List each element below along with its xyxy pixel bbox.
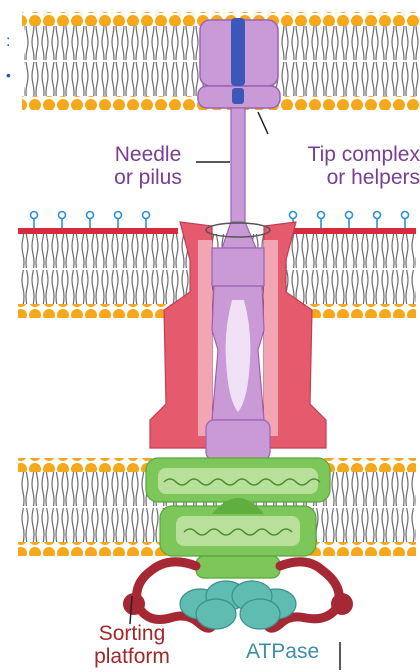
tip-complex-label: Tip complex or helpers xyxy=(254,143,420,189)
needle-label-line2: or pilus xyxy=(92,166,204,189)
edge-glyph: • xyxy=(6,67,11,83)
inner-rod-upper xyxy=(212,248,264,286)
needle-label-line1: Needle xyxy=(92,143,204,166)
inner-rod-channel-lower xyxy=(232,88,244,104)
atpase-subunit xyxy=(196,599,236,629)
atpase-subunit xyxy=(240,599,280,629)
secretin-inner-right xyxy=(264,240,278,436)
export-apparatus xyxy=(206,420,270,460)
needle-label: Needle or pilus xyxy=(92,143,204,189)
tip-complex xyxy=(198,18,280,108)
sorting-label-line2: platform xyxy=(72,645,192,668)
lps-sugars xyxy=(31,212,409,229)
needle-base-flare xyxy=(222,222,256,248)
tip-label-line1: Tip complex xyxy=(254,143,420,166)
needle-shaft xyxy=(231,108,245,228)
ring-base xyxy=(196,556,280,578)
inner-rod-channel xyxy=(231,18,245,86)
secretin-inner-left xyxy=(198,240,212,436)
atpase-label: ATPase xyxy=(246,640,346,663)
inner-rod xyxy=(206,248,270,460)
sorting-platform-label: Sorting platform xyxy=(72,622,192,668)
sorting-pod-left xyxy=(123,593,145,615)
tip-label-line2: or helpers xyxy=(254,166,420,189)
needle xyxy=(222,108,256,248)
lps-layer-right xyxy=(290,228,416,234)
sorting-pod-right xyxy=(331,593,353,615)
edge-glyph: : xyxy=(6,33,10,50)
tip-leader xyxy=(258,112,268,134)
sorting-label-line1: Sorting xyxy=(72,622,192,645)
lps-layer-left xyxy=(18,228,178,234)
